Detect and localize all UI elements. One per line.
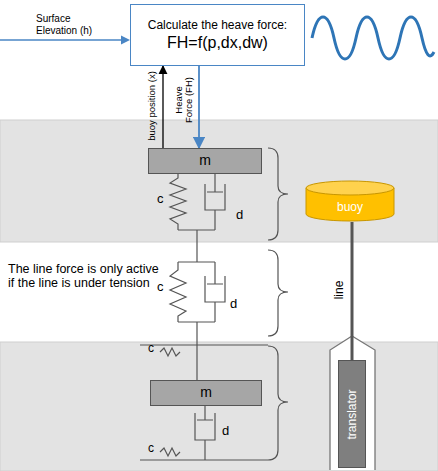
brace [268,148,288,460]
spring-label: c [148,342,154,356]
wave [312,17,434,59]
node-text: m [200,384,212,402]
node-text: m [199,152,211,170]
mass-block: m [148,148,262,174]
node-text: Calculate the heave force: [148,18,287,33]
connector [351,222,354,360]
spring-label: c [157,280,164,295]
spring-damper [170,170,225,262]
spring-label: c [157,192,164,207]
connector [198,66,200,148]
edge-label: buoy position (x) [147,71,157,141]
line-label: line [333,281,347,300]
translator-mechanics [140,345,268,460]
damper-label: d [222,424,229,439]
node-text: buoy [337,200,363,215]
note: The line force is only active if the lin… [8,262,160,291]
line-spring-damper [170,262,225,380]
process-box: Calculate the heave force:FH=f(p,dx,dw) [130,4,305,66]
node-text: FH=f(p,dx,dw) [167,33,268,53]
damper-label: d [230,297,237,312]
connector [162,66,163,148]
edge-label: Heave Force (FH) [174,75,195,125]
buoy-top [306,181,394,195]
translator-block: translator [338,360,366,468]
arrow-head [121,36,130,45]
spring-label: c [148,442,154,456]
node-text: translator [345,389,360,439]
buoy-shape: buoy [305,180,395,222]
damper-label: d [236,208,243,223]
buoy-band [0,120,438,242]
mass-block: m [150,380,262,406]
input-arrow [0,39,124,41]
input-label: Surface Elevation (h) [36,13,104,36]
